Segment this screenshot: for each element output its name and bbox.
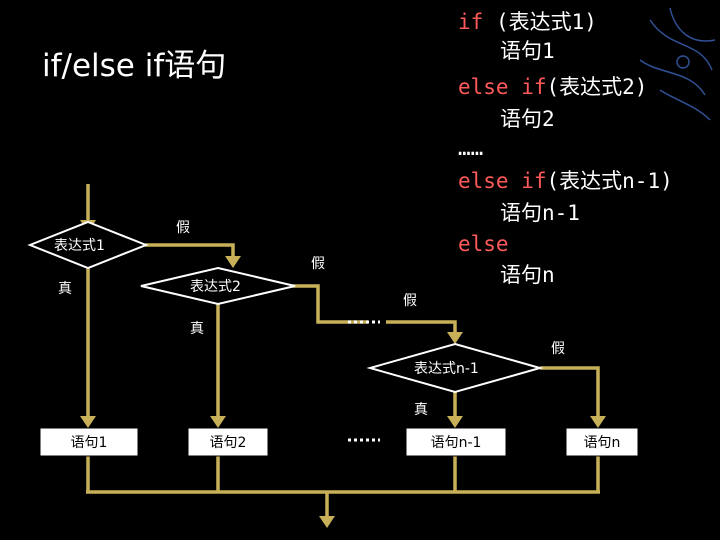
arrow-to-stmtn1-icon xyxy=(447,416,463,428)
stmt2-label: 语句2 xyxy=(210,435,247,451)
arrow-to-condn1-icon xyxy=(447,332,463,344)
false-label-mid: 假 xyxy=(403,293,417,309)
arrow-to-stmtn-icon xyxy=(590,416,606,428)
decision-cond1: 表达式1 xyxy=(30,222,146,268)
ornament-curve-3 xyxy=(660,90,710,120)
false-label-2: 假 xyxy=(311,256,325,272)
ornament-curve-1 xyxy=(650,20,712,70)
corner-ornament-icon xyxy=(640,8,715,120)
condn1-label: 表达式n-1 xyxy=(414,361,479,377)
arrow-to-stmt1-icon xyxy=(80,416,96,428)
statement-box-2: 语句2 xyxy=(188,428,268,456)
true-label-2: 真 xyxy=(190,321,204,337)
false-label-1: 假 xyxy=(176,220,190,236)
exit-arrow-icon xyxy=(319,516,335,528)
decision-condn1: 表达式n-1 xyxy=(370,344,540,392)
cond2-label: 表达式2 xyxy=(190,279,241,295)
arrow-to-stmt2-icon xyxy=(210,416,226,428)
flow-lines xyxy=(80,184,606,528)
ornament-curve-4 xyxy=(670,8,715,41)
false-line-n1 xyxy=(540,368,598,418)
cond1-label: 表达式1 xyxy=(54,238,105,254)
statement-box-n1: 语句n-1 xyxy=(406,428,506,456)
line-to-condn1 xyxy=(386,322,455,334)
true-label-1: 真 xyxy=(58,281,72,297)
decision-cond2: 表达式2 xyxy=(141,268,295,304)
true-label-n1: 真 xyxy=(414,402,428,418)
false-line-1 xyxy=(145,245,233,258)
ornament-curve-2 xyxy=(640,60,705,95)
false-line-2 xyxy=(292,286,368,322)
arrow-to-cond2-icon xyxy=(225,256,241,268)
stmt1-label: 语句1 xyxy=(71,435,108,451)
stmtn-label: 语句n xyxy=(584,435,621,451)
ornament-circle xyxy=(677,56,689,68)
stmtn1-label: 语句n-1 xyxy=(431,435,482,451)
statement-box-n: 语句n xyxy=(566,428,638,456)
statement-box-1: 语句1 xyxy=(40,428,138,456)
false-label-n1: 假 xyxy=(551,341,565,357)
